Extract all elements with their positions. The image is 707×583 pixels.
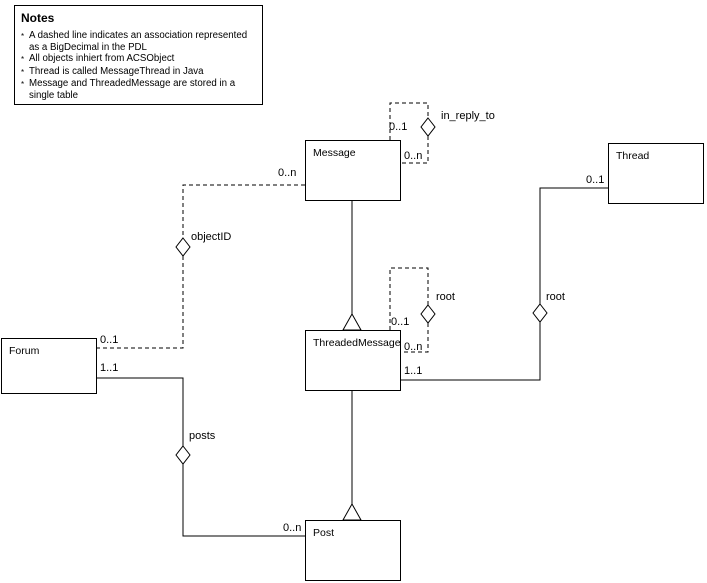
multiplicity-message-loop-source: 0..1 [389,121,408,133]
multiplicity-tm-loop-target: 0..n [404,341,423,353]
generalization-triangle-threadedmessage [342,312,362,331]
multiplicity-post-posts: 0..n [283,522,302,534]
diamond-thread-root [532,303,548,323]
class-name-threadedmessage: ThreadedMessage [313,337,401,349]
class-name-message: Message [313,147,356,159]
multiplicity-forum-posts: 1..1 [100,362,119,374]
diamond-in-reply-to [420,117,436,137]
note-text: Message and ThreadedMessage are stored i… [29,78,236,101]
note-item: * All objects inhiert from ACSObject [21,53,256,66]
association-label-posts: posts [189,430,216,442]
note-text: All objects inhiert from ACSObject [29,53,175,64]
notes-title: Notes [21,11,55,25]
class-name-post: Post [313,527,335,539]
multiplicity-thread-root: 0..1 [586,174,605,186]
class-box-threadedmessage: ThreadedMessage [305,330,401,391]
bullet-marker: * [21,80,25,89]
class-box-thread: Thread [608,143,704,204]
association-label-root-thread: root [546,291,565,303]
bullet-marker: * [21,32,25,41]
note-text: A dashed line indicates an association r… [29,30,248,53]
association-label-object-id: objectID [191,231,232,243]
notes-box: Notes * A dashed line indicates an assoc… [14,5,263,105]
note-item: * Message and ThreadedMessage are stored… [21,78,256,101]
class-name-forum: Forum [9,345,40,357]
multiplicity-message-object-id: 0..n [278,167,297,179]
class-box-post: Post [305,520,401,581]
association-forum-posts-line [97,377,305,537]
association-tm-root-loop-line [389,267,429,353]
diamond-tm-root-loop [420,304,436,324]
generalization-triangle-post [342,502,362,521]
multiplicity-tm-loop-source: 0..1 [391,316,410,328]
diamond-forum-posts [175,445,191,465]
note-text: Thread is called MessageThread in Java [29,65,204,77]
association-label-in-reply-to: in_reply_to [441,110,495,122]
association-thread-root-line [401,187,608,381]
multiplicity-tm-root: 1..1 [404,365,423,377]
bullet-marker: * [21,55,25,64]
association-in-reply-to-line [389,102,429,164]
class-box-message: Message [305,140,401,201]
note-item: * A dashed line indicates an association… [21,30,256,53]
association-label-root-self: root [436,291,455,303]
multiplicity-forum-object-id: 0..1 [100,334,119,346]
note-item: * Thread is called MessageThread in Java [21,66,256,79]
bullet-marker: * [21,67,25,77]
diamond-object-id [175,237,191,257]
association-object-id-line [97,184,305,349]
multiplicity-message-loop-target: 0..n [404,150,423,162]
class-name-thread: Thread [616,150,650,162]
class-box-forum: Forum [1,338,97,394]
